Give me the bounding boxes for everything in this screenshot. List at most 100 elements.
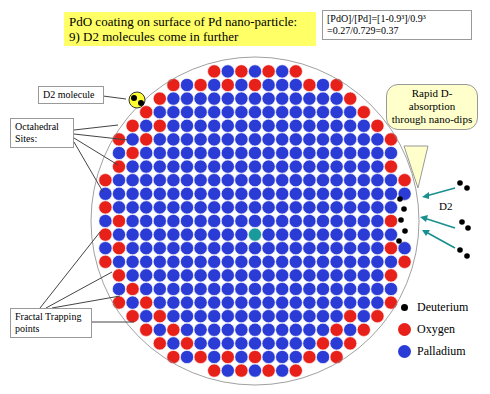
atom — [194, 146, 207, 159]
atom — [289, 269, 302, 282]
atom — [316, 255, 329, 268]
atom — [153, 146, 166, 159]
atom — [248, 282, 261, 295]
atom — [194, 350, 207, 363]
atom — [112, 282, 125, 295]
leader-line — [74, 125, 118, 130]
atom — [384, 201, 397, 214]
atom — [180, 146, 193, 159]
atom — [167, 214, 180, 227]
legend-text: Palladium — [417, 344, 466, 359]
atom — [221, 310, 234, 323]
atom — [153, 201, 166, 214]
atom — [248, 78, 261, 91]
atom — [126, 296, 139, 309]
atom — [371, 228, 384, 241]
atom — [140, 174, 153, 187]
atom — [140, 310, 153, 323]
atom — [262, 364, 275, 377]
atom — [208, 364, 221, 377]
atom — [167, 323, 180, 336]
atom — [289, 350, 302, 363]
atom — [208, 350, 221, 363]
atom — [221, 337, 234, 350]
atom — [344, 201, 357, 214]
legend-entry: Palladium — [398, 344, 466, 359]
atom — [316, 187, 329, 200]
atom — [208, 255, 221, 268]
atom — [262, 323, 275, 336]
atom — [221, 92, 234, 105]
atom — [140, 119, 153, 132]
legend-text: Oxygen — [417, 322, 455, 337]
atom — [126, 242, 139, 255]
d2-highlight — [129, 92, 145, 108]
atom — [208, 228, 221, 241]
atom — [384, 228, 397, 241]
atom — [248, 106, 261, 119]
atom — [262, 255, 275, 268]
atom — [262, 119, 275, 132]
atom — [303, 201, 316, 214]
label-box: Fractal Trapping points — [10, 308, 92, 338]
atom — [140, 282, 153, 295]
atom — [276, 106, 289, 119]
atom — [194, 187, 207, 200]
node-text: Rapid D-absorption through nano-dips — [391, 87, 473, 127]
atom — [180, 160, 193, 173]
atom — [330, 119, 343, 132]
atom — [262, 146, 275, 159]
atom — [276, 228, 289, 241]
atom — [330, 228, 343, 241]
atom — [384, 187, 397, 200]
atom — [303, 337, 316, 350]
leader-line — [52, 296, 120, 308]
atom — [262, 187, 275, 200]
atom — [153, 337, 166, 350]
deuterium-atom — [459, 219, 465, 225]
atom — [235, 187, 248, 200]
atom — [289, 78, 302, 91]
atom — [180, 255, 193, 268]
atom — [112, 160, 125, 173]
atom — [208, 282, 221, 295]
atom — [330, 323, 343, 336]
atom — [276, 337, 289, 350]
atom — [357, 242, 370, 255]
arrow-line — [426, 188, 455, 196]
atom — [167, 133, 180, 146]
atom — [208, 187, 221, 200]
atom — [303, 282, 316, 295]
atom — [99, 255, 112, 268]
atom — [330, 269, 343, 282]
atom — [289, 160, 302, 173]
atom — [330, 350, 343, 363]
title: PdO coating on surface of Pd nano-partic… — [64, 12, 316, 46]
atom — [153, 242, 166, 255]
atom — [371, 296, 384, 309]
atom — [371, 160, 384, 173]
atom — [262, 282, 275, 295]
atom — [221, 364, 234, 377]
atom — [276, 201, 289, 214]
atom — [330, 106, 343, 119]
atom — [221, 160, 234, 173]
atom — [180, 201, 193, 214]
atom — [208, 133, 221, 146]
deuterium-atom — [397, 196, 403, 202]
atom — [344, 187, 357, 200]
leader-line — [40, 232, 100, 308]
atom — [194, 296, 207, 309]
atom — [276, 296, 289, 309]
atom — [357, 106, 370, 119]
atom — [153, 174, 166, 187]
atom — [357, 323, 370, 336]
atom — [371, 187, 384, 200]
atom — [276, 78, 289, 91]
atom — [235, 255, 248, 268]
atom — [262, 174, 275, 187]
atom — [276, 133, 289, 146]
atom — [99, 242, 112, 255]
deuterium-atom — [401, 206, 407, 212]
atom — [221, 65, 234, 78]
